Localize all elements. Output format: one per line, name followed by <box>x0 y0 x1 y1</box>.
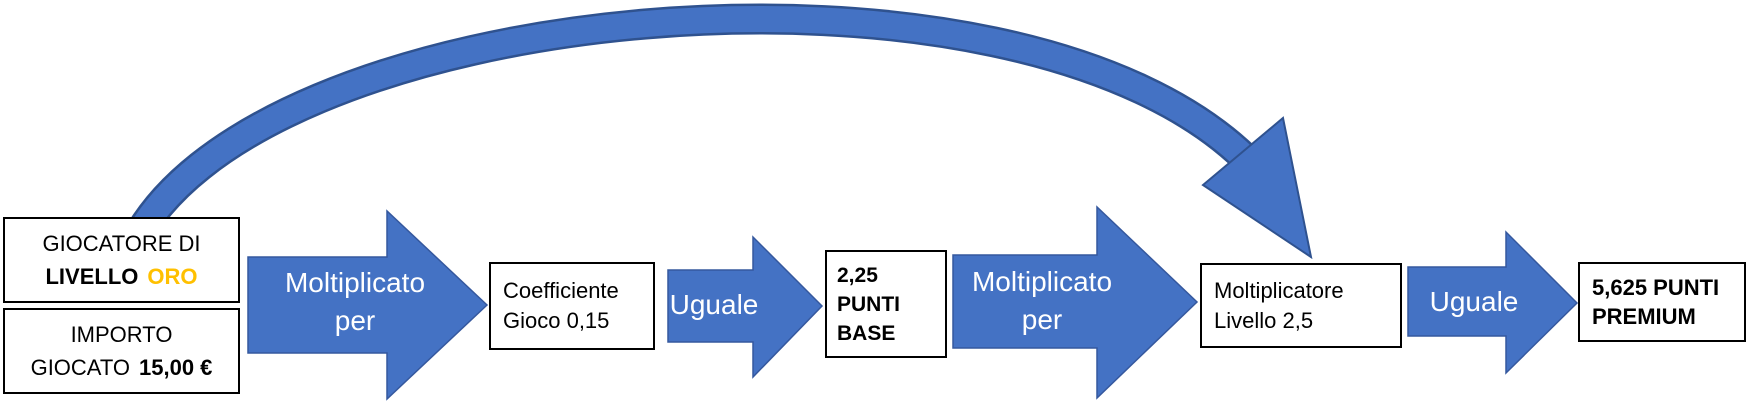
box-line: PREMIUM <box>1592 304 1696 329</box>
livello-label: LIVELLO <box>45 264 139 289</box>
moltiplicatore-value: Livello 2,5 <box>1214 307 1314 333</box>
box-line: Moltiplicatore <box>1214 277 1344 303</box>
box-line: IMPORTO <box>70 322 173 347</box>
box-line: BASE <box>837 321 896 345</box>
box-punti-premium: 5,625 PUNTI PREMIUM <box>1578 262 1746 342</box>
box-coefficiente-gioco: Coefficiente Gioco 0,15 <box>489 262 655 350</box>
giocato-label: GIOCATO <box>30 355 130 380</box>
curved-arrowhead <box>1201 116 1313 260</box>
box-line: GIOCATORE DI <box>42 231 201 256</box>
box-line: Coefficiente <box>503 278 619 303</box>
arrow-moltiplicato-2 <box>952 205 1199 400</box>
arrow-uguale-2 <box>1407 230 1579 375</box>
arrow-moltiplicato-1 <box>247 209 489 401</box>
punti-premium-value: 5,625 PUNTI <box>1592 275 1720 300</box>
box-giocatore-livello-oro: GIOCATORE DI LIVELLO ORO <box>3 217 240 303</box>
livello-oro-value: ORO <box>147 264 198 289</box>
box-line: LIVELLO ORO <box>45 260 197 293</box>
punti-base-value: 2,25 <box>837 263 878 287</box>
box-line: PUNTI <box>837 292 900 316</box>
curved-connector-arrow <box>115 3 1313 260</box>
box-punti-base: 2,25 PUNTI BASE <box>825 250 947 358</box>
box-line: GIOCATO 15,00 € <box>31 351 213 384</box>
box-moltiplicatore-livello: Moltiplicatore Livello 2,5 <box>1200 263 1402 348</box>
box-importo-giocato: IMPORTO GIOCATO 15,00 € <box>3 308 240 394</box>
coefficiente-value: Gioco 0,15 <box>503 308 610 333</box>
arrow-uguale-1 <box>667 235 824 379</box>
importo-value: 15,00 € <box>139 355 213 380</box>
